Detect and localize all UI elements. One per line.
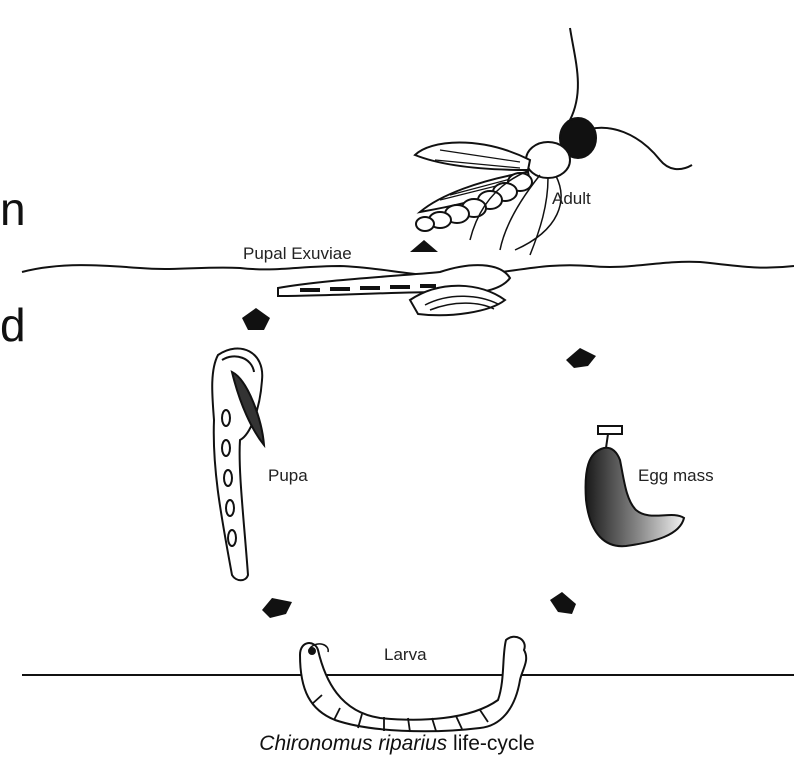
label-pupa: Pupa bbox=[268, 467, 308, 484]
arrow-larva-to-pupa bbox=[262, 598, 292, 618]
pupal-exuviae bbox=[278, 265, 510, 315]
caption-species: Chironomus riparius bbox=[259, 732, 447, 755]
label-adult: Adult bbox=[552, 190, 591, 207]
label-pupal-exuviae: Pupal Exuviae bbox=[243, 245, 352, 262]
arrow-pupa-to-exuviae bbox=[242, 308, 270, 330]
caption-suffix: life-cycle bbox=[447, 732, 535, 755]
cropped-slide-text-1: n bbox=[0, 186, 26, 232]
label-egg-mass: Egg mass bbox=[638, 467, 714, 484]
figure-caption: Chironomus riparius life-cycle bbox=[0, 732, 794, 756]
egg-mass bbox=[586, 426, 684, 546]
label-larva: Larva bbox=[384, 646, 427, 663]
cropped-slide-text-2: d bbox=[0, 302, 26, 348]
arrow-exuviae-to-adult bbox=[410, 240, 438, 252]
arrow-adult-to-eggmass bbox=[566, 348, 596, 368]
adult-midge bbox=[415, 28, 692, 255]
arrow-eggmass-to-larva bbox=[550, 592, 576, 614]
pupa bbox=[212, 348, 264, 580]
